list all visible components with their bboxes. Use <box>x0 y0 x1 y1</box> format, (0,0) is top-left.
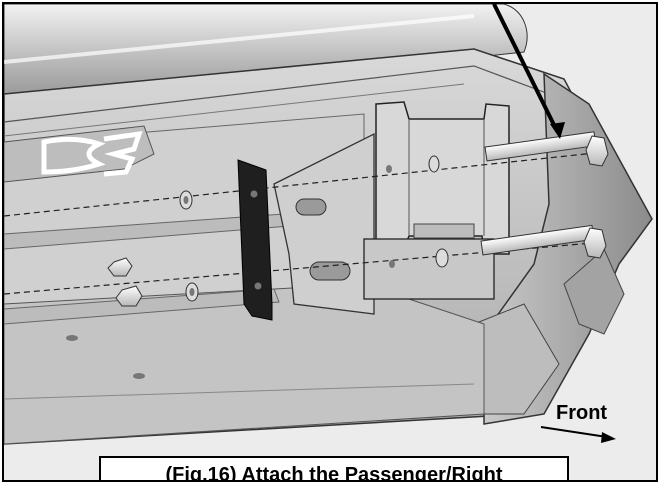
pointer-arrow <box>492 4 559 132</box>
logo-mark <box>4 125 155 183</box>
figure-caption: (Fig.16) Attach the Passenger/Right <box>99 456 569 480</box>
bolts <box>480 131 609 259</box>
front-label: Front <box>556 402 608 424</box>
hardware-left <box>107 190 199 307</box>
front-direction-arrow <box>540 426 616 443</box>
spacer-plate <box>237 159 273 321</box>
bumper-illustration <box>4 4 656 480</box>
